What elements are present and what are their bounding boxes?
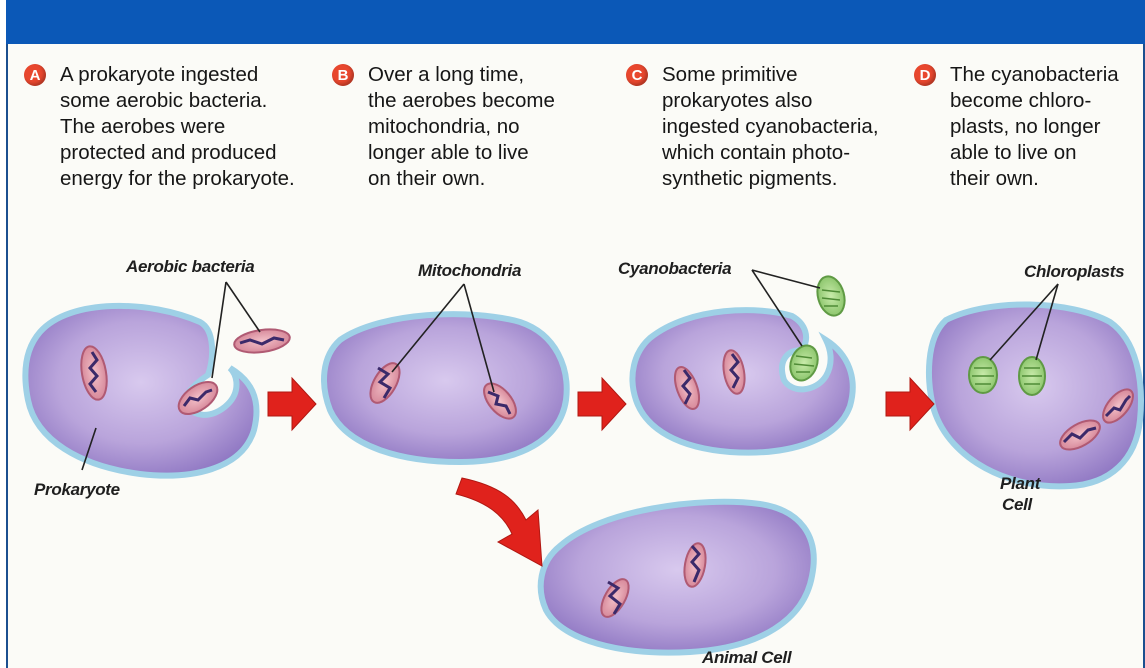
plant-cell [929, 304, 1141, 486]
aerobic-leader-2 [226, 282, 260, 332]
label-plant-cell-line2: Cell [1002, 495, 1032, 515]
label-aerobic-bacteria: Aerobic bacteria [126, 257, 254, 277]
label-cyanobacteria: Cyanobacteria [618, 259, 731, 279]
free-aerobic-bacterium [233, 326, 292, 356]
animal-cell [541, 502, 814, 653]
cell-with-mitochondria [324, 314, 567, 462]
label-mitochondria: Mitochondria [418, 261, 521, 281]
arrow-to-animal-cell [456, 478, 542, 566]
cell-ingesting-cyanobacteria [632, 310, 852, 452]
chloroplast [969, 357, 997, 393]
label-prokaryote: Prokaryote [34, 480, 120, 500]
label-animal-cell: Animal Cell [702, 648, 791, 668]
label-chloroplasts: Chloroplasts [1024, 262, 1124, 282]
chloroplast [1019, 357, 1045, 395]
arrow-a-to-b [268, 378, 316, 430]
aerobic-leader-1 [212, 282, 226, 378]
prokaryote-cell [25, 306, 256, 476]
free-cyanobacterium [813, 273, 848, 318]
label-plant-cell-line1: Plant [1000, 474, 1040, 494]
arrow-b-to-c [578, 378, 626, 430]
